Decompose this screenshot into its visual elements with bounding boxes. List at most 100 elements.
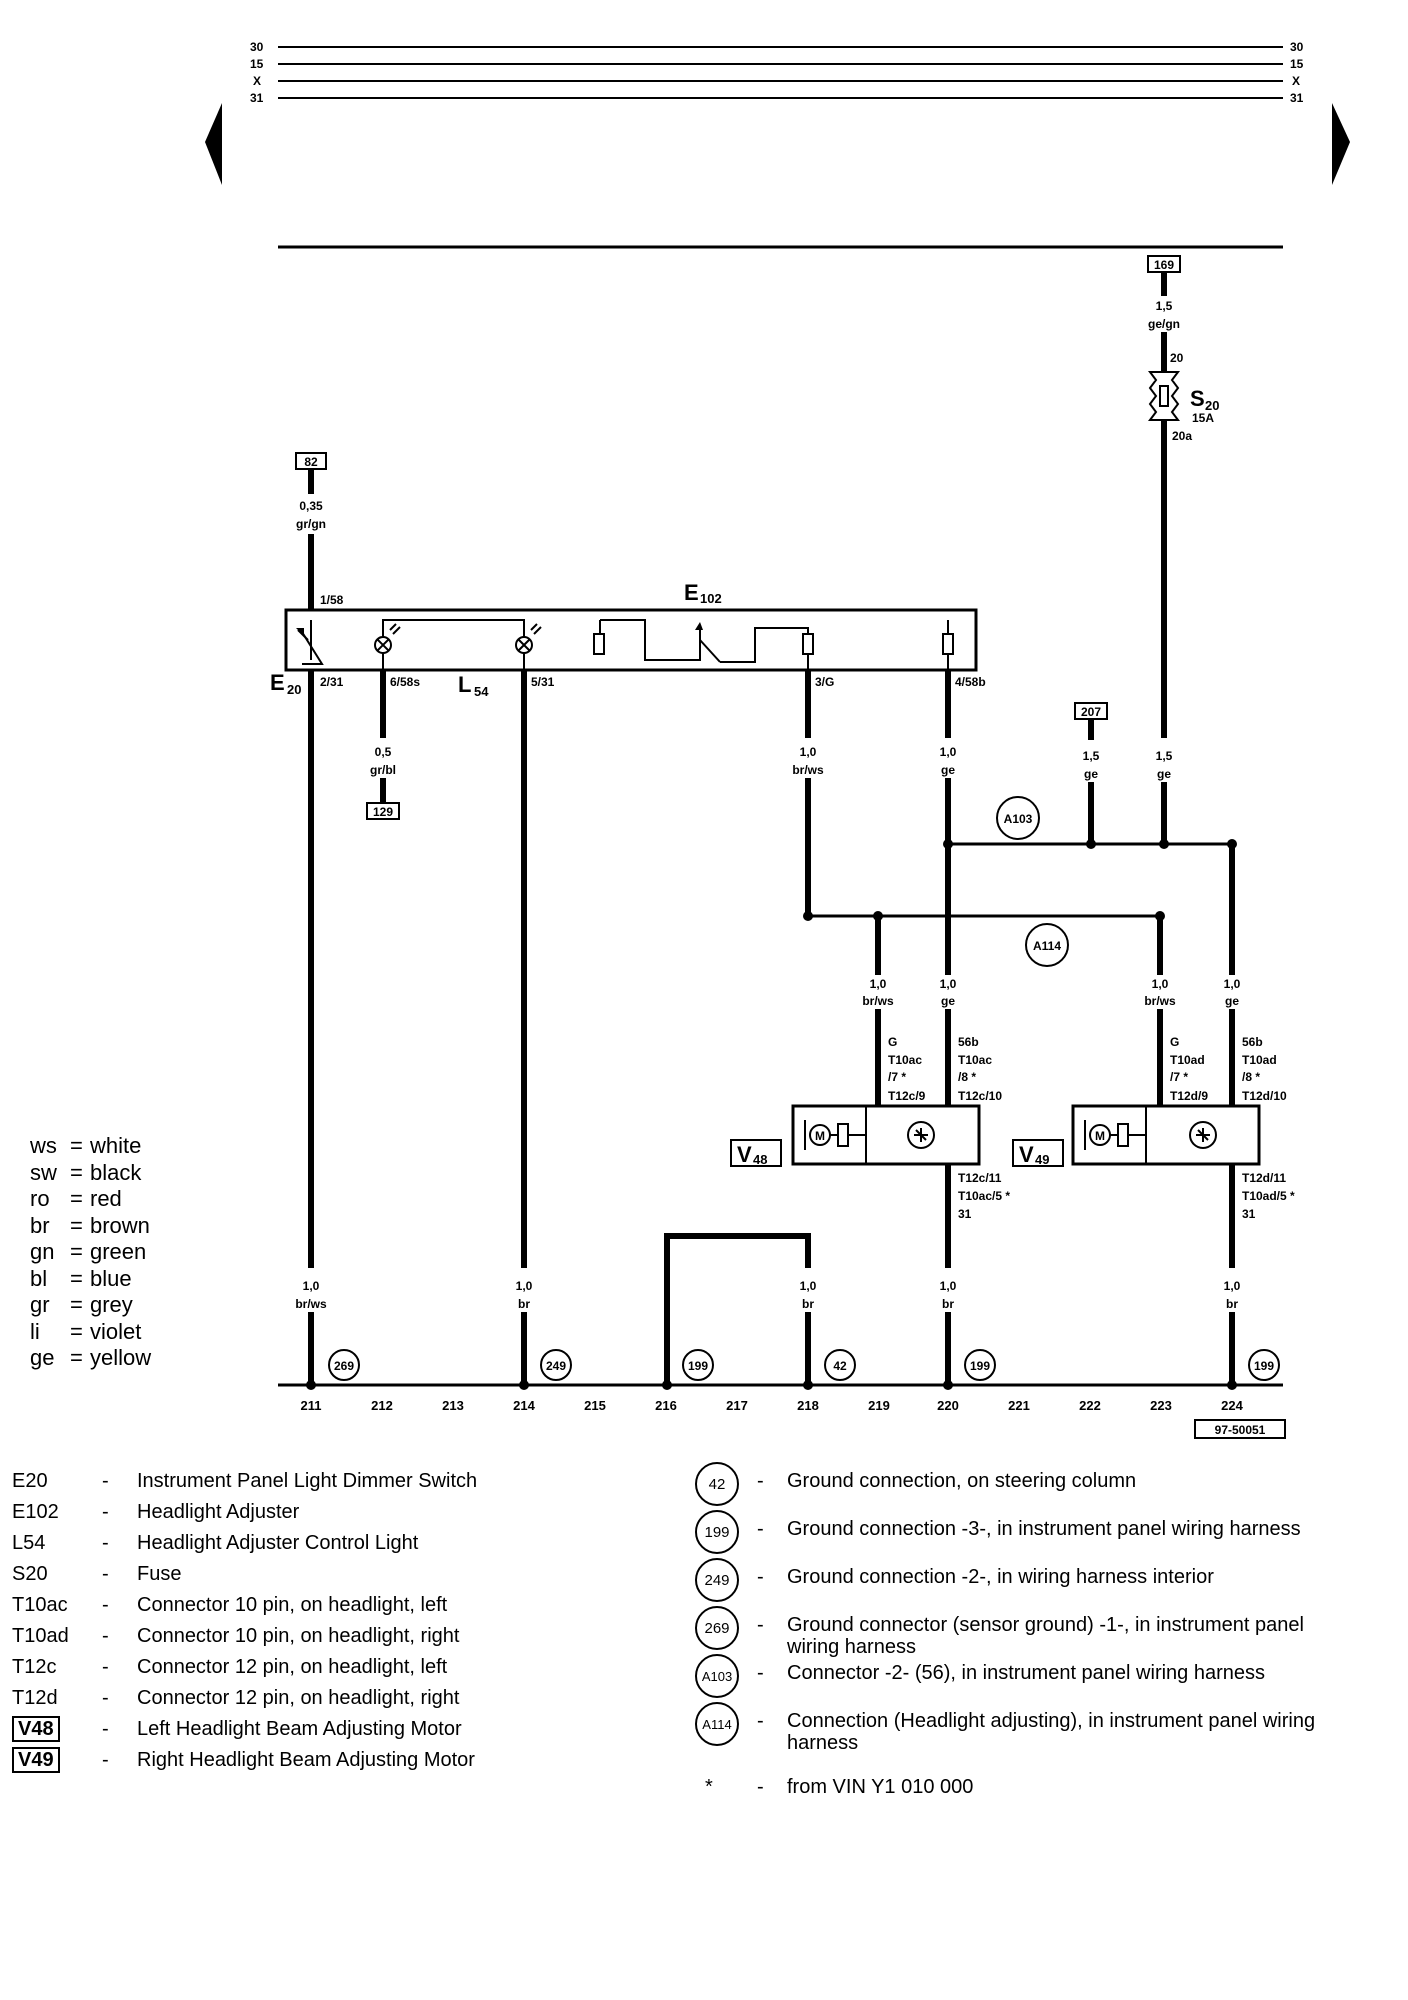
- ground-row: -Connection (Headlight adjusting), in in…: [757, 1710, 1316, 1754]
- ground-249-symbol: 249: [695, 1558, 739, 1602]
- component-row: L54-Headlight Adjuster Control Light: [12, 1532, 419, 1554]
- wire-211-color: br/ws: [295, 1297, 327, 1311]
- svg-text:223: 223: [1150, 1398, 1172, 1413]
- prev-page-arrow[interactable]: [205, 103, 222, 185]
- wire-218-color: br: [802, 1297, 814, 1311]
- wire-v49-56b-size: 1,0: [1224, 977, 1241, 991]
- bus-label-31-left: 31: [250, 91, 264, 105]
- v49-right-motor: M: [1071, 1104, 1261, 1166]
- diagram-id: 97-50051: [1215, 1423, 1266, 1437]
- wire-220-size: 1,0: [940, 1279, 957, 1293]
- v48-pin-g: G: [888, 1035, 897, 1049]
- s20-rating: 15A: [1192, 411, 1214, 425]
- e20-label-letter: E: [270, 670, 285, 695]
- e102-pin-3g: 3/G: [815, 675, 834, 689]
- legend-row: li=violet: [30, 1318, 142, 1344]
- v49-pin-8: /8 *: [1242, 1070, 1260, 1084]
- svg-text:217: 217: [726, 1398, 748, 1413]
- v49-pin-31: 31: [1242, 1207, 1256, 1221]
- wire-v49-56b-color: ge: [1225, 994, 1239, 1008]
- ground-199-symbol: 199: [695, 1510, 739, 1554]
- svg-text:E: E: [684, 580, 699, 605]
- svg-text:211: 211: [301, 1398, 322, 1413]
- e102-pin-458b: 4/58b: [955, 675, 986, 689]
- bus-label-30-right: 30: [1290, 40, 1304, 54]
- e102-pin-531: 5/31: [531, 675, 555, 689]
- power-bus: 30 15 X 31 30 15 X 31: [250, 40, 1304, 105]
- legend-row: ro=red: [30, 1186, 122, 1211]
- bus-label-31-right: 31: [1290, 91, 1304, 105]
- e102-pin-658s: 6/58s: [390, 675, 420, 689]
- component-row: T12c-Connector 12 pin, on headlight, lef…: [12, 1656, 448, 1678]
- e102-pin-231: 2/31: [320, 675, 344, 689]
- bus-label-x-right: X: [1292, 74, 1300, 88]
- v48-pin-8: /8 *: [958, 1070, 976, 1084]
- component-row: T12d-Connector 12 pin, on headlight, rig…: [12, 1687, 460, 1709]
- component-row: V49-Right Headlight Beam Adjusting Motor: [12, 1747, 475, 1773]
- v49-label-sub: 49: [1035, 1152, 1049, 1167]
- ref-box-129: [366, 802, 400, 820]
- footnote-row: -from VIN Y1 010 000: [757, 1776, 974, 1798]
- wire-3g-color: br/ws: [792, 763, 824, 777]
- junction-a103-label: A103: [1004, 812, 1033, 826]
- svg-text:249: 249: [546, 1359, 566, 1373]
- svg-text:269: 269: [334, 1359, 354, 1373]
- bus-label-15-right: 15: [1290, 57, 1304, 71]
- component-row: E20-Instrument Panel Light Dimmer Switch: [12, 1470, 478, 1492]
- svg-text:212: 212: [371, 1398, 393, 1413]
- svg-text:220: 220: [937, 1398, 959, 1413]
- wire-s20-size: 1,5: [1156, 749, 1173, 763]
- legend-row: gr=grey: [30, 1292, 133, 1317]
- v48-pin-t12-9: T12c/9: [888, 1089, 926, 1103]
- svg-text:216: 216: [655, 1398, 677, 1413]
- ground-row: -Connector -2- (56), in instrument panel…: [757, 1662, 1265, 1684]
- junction-a114: [1025, 923, 1069, 967]
- legend-row: gn=green: [30, 1239, 147, 1264]
- next-page-arrow[interactable]: [1332, 103, 1350, 185]
- v49-pin-t12-11: T12d/11: [1242, 1171, 1286, 1185]
- ref-129-text: 129: [373, 805, 393, 819]
- legend-row: bl=blue: [30, 1265, 132, 1291]
- l54-label-sub: 54: [474, 684, 489, 699]
- ground-269-symbol: 269: [695, 1606, 739, 1650]
- svg-text:M: M: [1095, 1129, 1105, 1143]
- svg-text:218: 218: [797, 1398, 819, 1413]
- component-row: V48-Left Headlight Beam Adjusting Motor: [12, 1716, 462, 1742]
- l54-label-letter: L: [458, 672, 471, 697]
- legend-row: br=brown: [30, 1212, 150, 1238]
- wire-color-legend: ws=white sw=black ro=red br=brown gn=gre…: [30, 1133, 151, 1372]
- wire-v48-56b-size: 1,0: [940, 977, 957, 991]
- bus-label-30-left: 30: [250, 40, 264, 54]
- wire-220-color: br: [942, 1297, 954, 1311]
- junction-a103-symbol: A103: [695, 1654, 739, 1698]
- ground-199-c: [1248, 1349, 1280, 1381]
- ground-249: [540, 1349, 572, 1381]
- wire-129-color: gr/bl: [370, 763, 396, 777]
- wire-211-size: 1,0: [303, 1279, 320, 1293]
- v49-pin-t12-9: T12d/9: [1170, 1089, 1208, 1103]
- ground-42: [824, 1349, 856, 1381]
- svg-text:M: M: [815, 1129, 825, 1143]
- s20-label-letter: S: [1190, 386, 1205, 411]
- diagram-id-box: [1194, 1419, 1286, 1439]
- footnote-symbol: *: [705, 1776, 713, 1798]
- component-list: E20-Instrument Panel Light Dimmer Switch…: [12, 1470, 692, 1790]
- wiring-diagram: 30 15 X 31 30 15 X 31 169 1,5 ge/gn 20 S…: [205, 40, 1350, 1439]
- component-row: E102-Headlight Adjuster: [12, 1501, 300, 1523]
- wire-3g-size: 1,0: [800, 745, 817, 759]
- v49-pin-56b: 56b: [1242, 1035, 1263, 1049]
- wire-82-size: 0,35: [299, 499, 323, 513]
- v49-pin-g: G: [1170, 1035, 1179, 1049]
- svg-text:42: 42: [833, 1359, 847, 1373]
- v49-pin-7: /7 *: [1170, 1070, 1188, 1084]
- svg-text:224: 224: [1221, 1398, 1243, 1413]
- wire-s20-color: ge: [1157, 767, 1171, 781]
- ground-199-b: [964, 1349, 996, 1381]
- v48-label-sub: 48: [753, 1152, 767, 1167]
- junction-a103: [996, 796, 1040, 840]
- v48-pin-7: /7 *: [888, 1070, 906, 1084]
- bus-label-x-left: X: [253, 74, 261, 88]
- ground-42-symbol: 42: [695, 1462, 739, 1506]
- wire-v48-g-size: 1,0: [870, 977, 887, 991]
- junction-a114-symbol: A114: [695, 1702, 739, 1746]
